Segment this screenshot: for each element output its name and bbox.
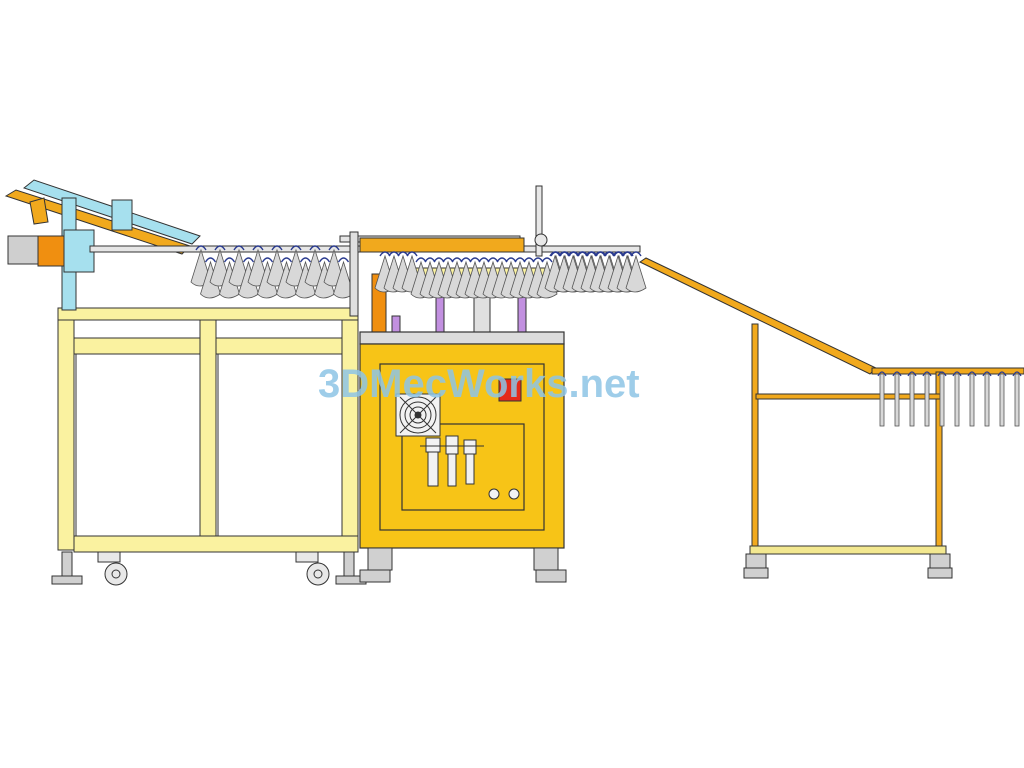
leveling-foot-icon	[359, 547, 567, 583]
hanger	[999, 373, 1005, 427]
leveling-foot-icon	[51, 551, 367, 585]
hanger-hook	[892, 371, 902, 377]
hanger-hook	[877, 371, 887, 377]
hanger	[924, 373, 930, 427]
fan-icon	[395, 393, 441, 437]
hanger	[939, 373, 945, 427]
hanger-hook	[1012, 371, 1022, 377]
emergency-button-icon[interactable]	[498, 378, 522, 402]
outfeed-frame	[638, 257, 1024, 579]
caster-wheel-icon	[97, 551, 330, 586]
hanger	[894, 373, 900, 427]
cabinet	[359, 331, 565, 549]
hanger-hook	[997, 371, 1007, 377]
motor	[7, 229, 95, 273]
hanger	[879, 373, 885, 427]
hanger	[969, 373, 975, 427]
air-filter-regulator-icon	[420, 435, 520, 500]
hanger-stack-right	[877, 371, 1022, 427]
hanger-stack-left	[190, 245, 354, 299]
hanger-hook	[937, 371, 947, 377]
hanger	[954, 373, 960, 427]
hanger	[625, 251, 647, 293]
hanger-hook	[982, 371, 992, 377]
infeed-arm	[4, 179, 201, 311]
hanger-hook	[922, 371, 932, 377]
left-frame	[57, 307, 359, 553]
hanger-stack-center	[374, 251, 647, 299]
hanger	[909, 373, 915, 427]
hanger	[1014, 373, 1020, 427]
cabinet-top-mechanism	[349, 185, 549, 337]
hanger-hook	[907, 371, 917, 377]
hanger-hook	[952, 371, 962, 377]
hanger-hook	[967, 371, 977, 377]
hanger	[984, 373, 990, 427]
